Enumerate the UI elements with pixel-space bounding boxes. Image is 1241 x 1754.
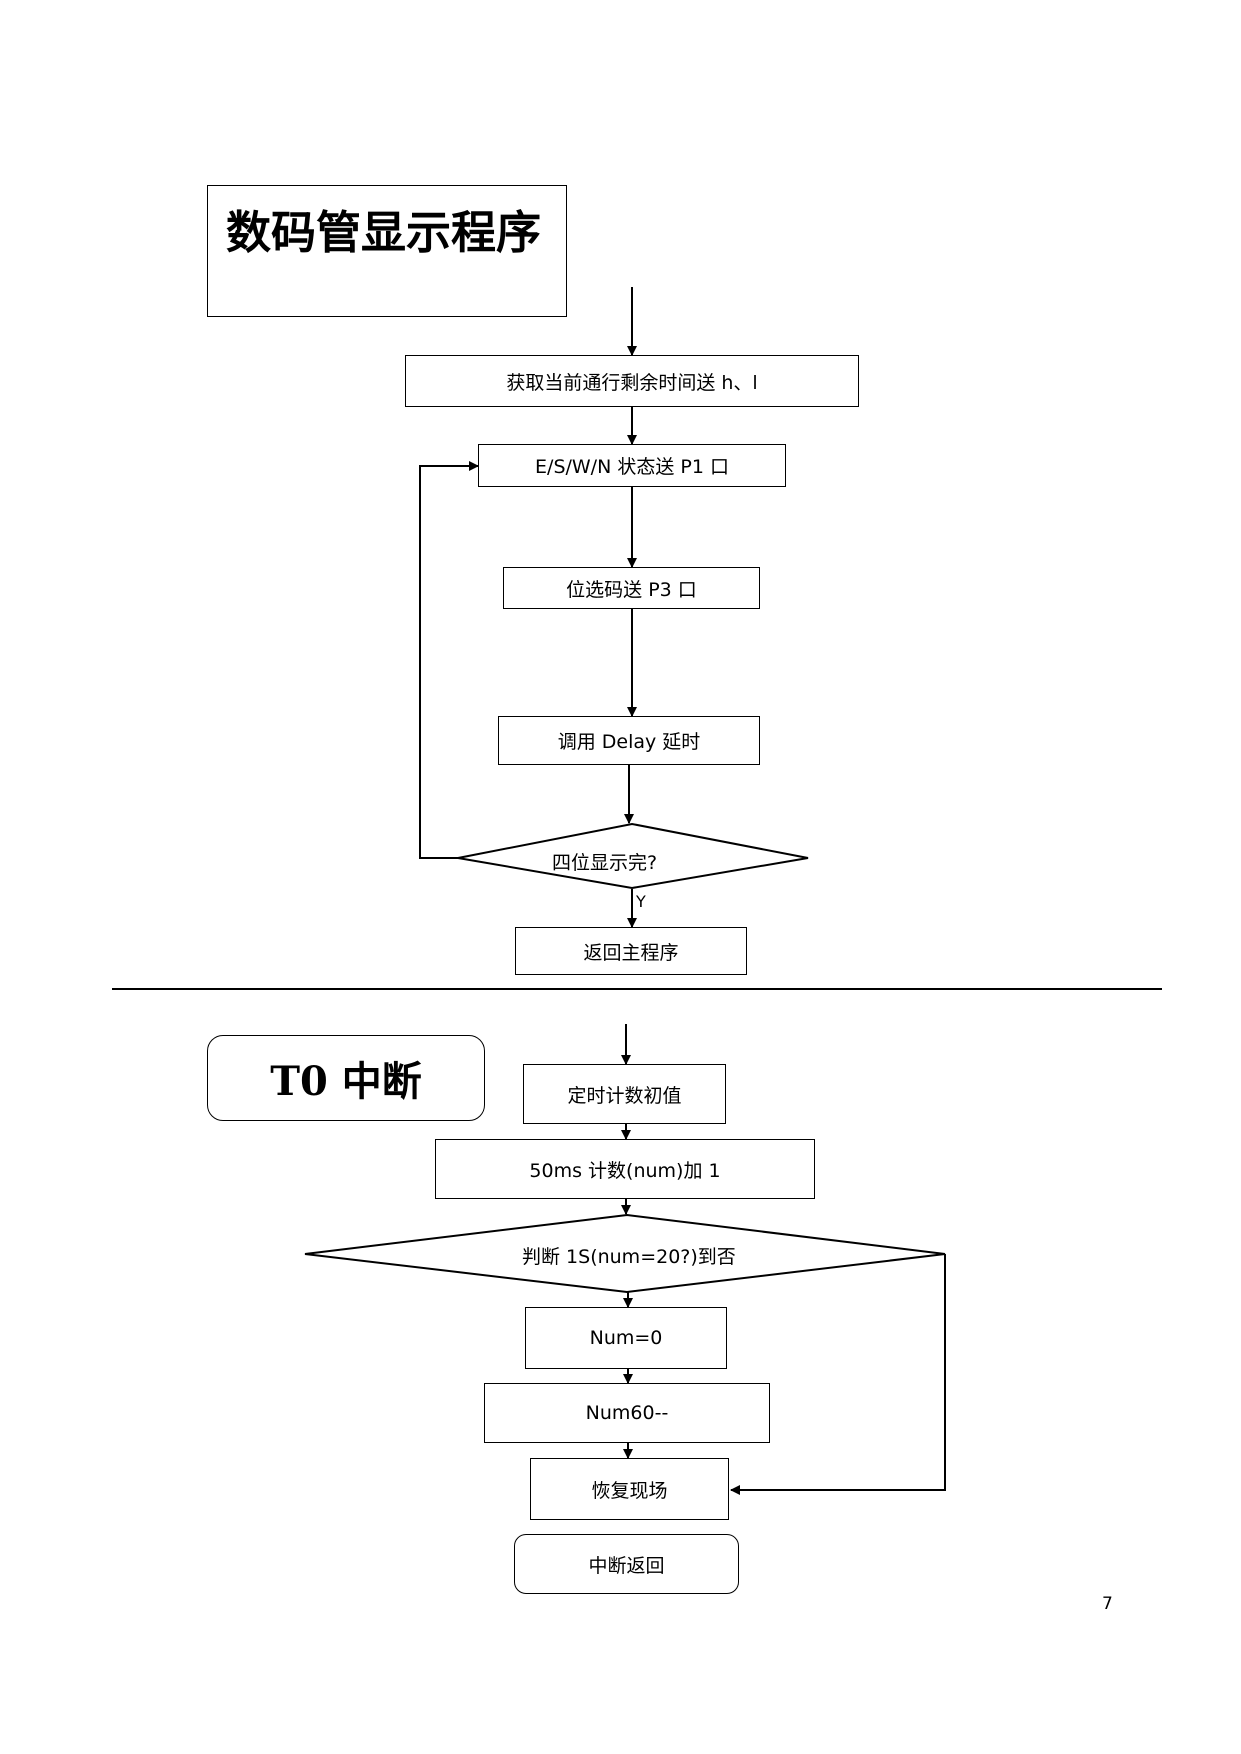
step-get-remaining-time: 获取当前通行剩余时间送 h、l	[405, 355, 859, 407]
decision-display-done-label: 四位显示完?	[552, 852, 658, 874]
step-timer-initial-value-label: 定时计数初值	[567, 1084, 682, 1107]
title-display-program: 数码管显示程序	[226, 206, 542, 259]
step-num60-decrement-label: Num60--	[585, 1402, 669, 1424]
step-interrupt-return-label: 中断返回	[588, 1554, 665, 1577]
step-restore-context-label: 恢复现场	[591, 1479, 668, 1502]
step-restore-context: 恢复现场	[530, 1458, 729, 1520]
title-t0-interrupt: T0 中断	[270, 1058, 422, 1105]
page-number: 7	[1102, 1594, 1113, 1614]
step-call-delay: 调用 Delay 延时	[498, 716, 760, 765]
title-box-t0-interrupt: T0 中断	[207, 1035, 485, 1121]
decision-diamond-1s-check	[304, 1213, 946, 1294]
step-timer-initial-value: 定时计数初值	[523, 1064, 726, 1124]
step-get-remaining-time-label: 获取当前通行剩余时间送 h、l	[506, 371, 758, 394]
step-bitselect-to-p3: 位选码送 P3 口	[503, 567, 760, 609]
step-call-delay-label: 调用 Delay 延时	[557, 731, 701, 753]
decision-1s-check-label: 判断 1S(num=20?)到否	[522, 1246, 736, 1268]
step-state-to-p1-label: E/S/W/N 状态送 P1 口	[535, 456, 729, 478]
no-branch-arrow	[730, 1254, 946, 1495]
step-interrupt-return: 中断返回	[514, 1534, 739, 1594]
step-state-to-p1: E/S/W/N 状态送 P1 口	[478, 444, 786, 487]
step-num60-decrement: Num60--	[484, 1383, 770, 1443]
loop-back-arrow	[419, 461, 479, 859]
step-num-reset-label: Num=0	[589, 1327, 663, 1349]
step-bitselect-to-p3-label: 位选码送 P3 口	[566, 578, 697, 601]
step-counter-increment-label: 50ms 计数(num)加 1	[529, 1159, 721, 1182]
decision-diamond-display-done	[457, 822, 809, 890]
step-num-reset: Num=0	[525, 1307, 727, 1369]
title-box-display-program: 数码管显示程序	[207, 185, 567, 317]
step-return-main: 返回主程序	[515, 927, 747, 975]
step-counter-increment: 50ms 计数(num)加 1	[435, 1139, 815, 1199]
yes-branch-label: Y	[636, 892, 646, 911]
step-return-main-label: 返回主程序	[583, 941, 679, 964]
